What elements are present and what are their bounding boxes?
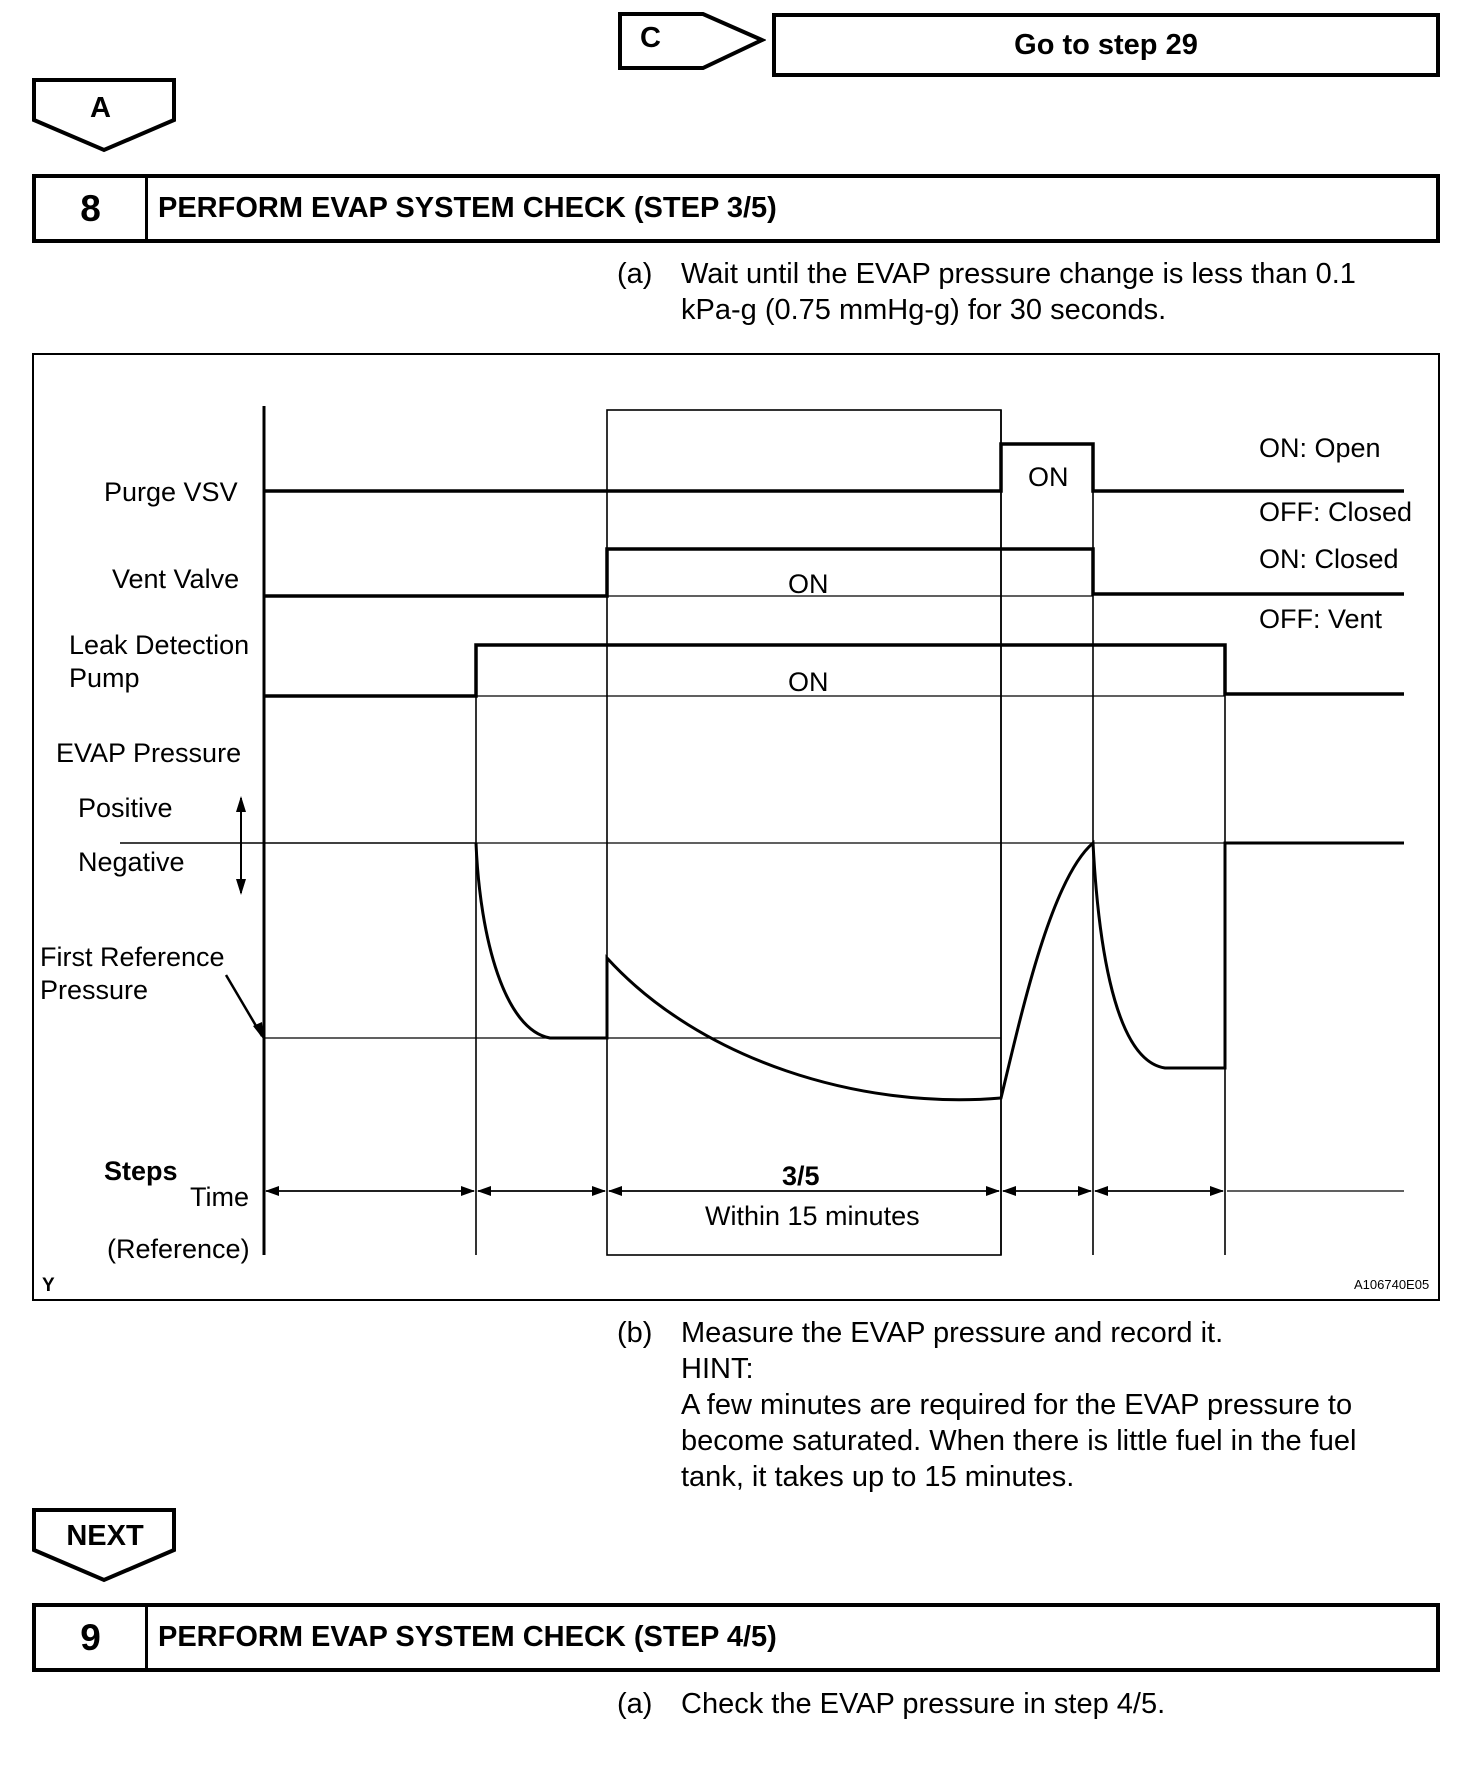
leak-pump-signal [264,643,1404,698]
step-8-a-line2: kPa-g (0.75 mmHg-g) for 30 seconds. [681,294,1167,326]
step-8-title: PERFORM EVAP SYSTEM CHECK (STEP 3/5) [158,192,777,224]
label-vent-on: ON [788,569,829,599]
label-time: Time [190,1182,249,1212]
purge-vsv-signal [264,442,1404,493]
step-9-title: PERFORM EVAP SYSTEM CHECK (STEP 4/5) [158,1621,777,1653]
next-chevron-shape [32,1508,176,1583]
label-within-15-minutes: Within 15 minutes [705,1201,920,1231]
label-off-closed: OFF: Closed [1259,497,1413,527]
label-pump-on: ON [788,667,829,697]
step-9-a-marker: (a) [617,1688,653,1720]
step-9-number: 9 [36,1607,148,1668]
label-positive: Positive [78,793,173,823]
label-reference: (Reference) [107,1234,250,1264]
c-arrow-shape [618,12,766,70]
step-8-b-line2: A few minutes are required for the EVAP … [681,1389,1353,1421]
label-steps: Steps [104,1156,178,1186]
label-first-reference-2: Pressure [40,975,149,1005]
label-step-3-5: 3/5 [782,1161,820,1191]
label-off-vent: OFF: Vent [1259,604,1383,634]
label-first-reference-1: First Reference [40,942,225,972]
step-8-a-marker: (a) [617,258,653,290]
step-8-b-line4: tank, it takes up to 15 minutes. [681,1461,1075,1493]
go-to-step-label: Go to step 29 [1014,28,1198,61]
timing-diagram-frame [32,353,1440,1301]
figure-id: A106740E05 [1354,1277,1430,1292]
step-8-b-hint: HINT: [681,1353,754,1385]
evap-pressure-curve [474,839,1404,1102]
step-8-b-marker: (b) [617,1317,653,1349]
step-8-b-line1: Measure the EVAP pressure and record it. [681,1317,1224,1349]
step-3-5-region [606,409,1002,1256]
label-vent-valve: Vent Valve [112,564,240,594]
step-8-b-line3: become saturated. When there is little f… [681,1425,1357,1457]
label-leak-detection-1: Leak Detection [69,630,250,660]
step-9-header: 9 PERFORM EVAP SYSTEM CHECK (STEP 4/5) [32,1603,1440,1672]
step-8-number: 8 [36,178,148,239]
a-label: A [90,92,111,124]
label-negative: Negative [78,847,185,877]
vent-valve-signal [264,547,1404,598]
label-leak-detection-2: Pump [69,663,140,693]
next-label: NEXT [66,1520,144,1552]
label-purge-vsv: Purge VSV [104,477,238,507]
label-evap-pressure: EVAP Pressure [56,738,242,768]
label-purge-on: ON [1028,462,1069,492]
label-corner-y: Y [42,1275,55,1296]
label-on-closed: ON: Closed [1259,544,1399,574]
label-on-open: ON: Open [1259,433,1381,463]
step-8-header: 8 PERFORM EVAP SYSTEM CHECK (STEP 3/5) [32,174,1440,243]
step-9-a-text: Check the EVAP pressure in step 4/5. [681,1688,1166,1720]
step-8-a-line1: Wait until the EVAP pressure change is l… [681,258,1356,290]
go-to-step-29-button[interactable]: Go to step 29 [772,13,1440,77]
a-chevron-shape [32,78,176,153]
c-label: C [640,22,661,54]
